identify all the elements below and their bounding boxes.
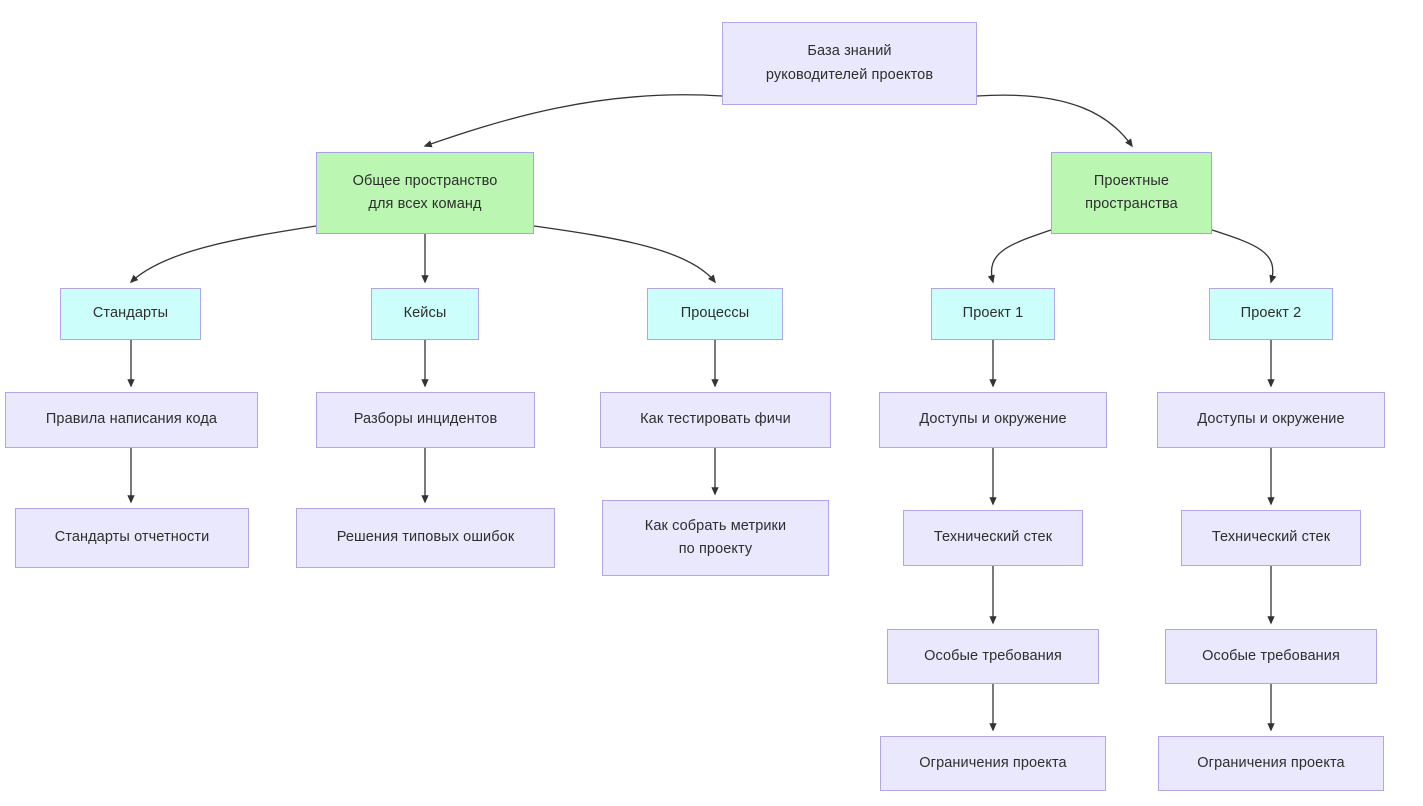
node-label: Решения типовых ошибок [336, 529, 515, 546]
node-cases[interactable]: Кейсы [371, 288, 479, 340]
node-incidents[interactable]: Разборы инцидентов [316, 392, 535, 448]
node-common[interactable]: Общее пространство для всех команд [316, 152, 534, 234]
node-special2[interactable]: Особые требования [1165, 629, 1377, 684]
node-label: Особые требования [1202, 647, 1340, 664]
node-limits1[interactable]: Ограничения проекта [880, 736, 1106, 791]
node-processes[interactable]: Процессы [647, 288, 783, 340]
node-label: Как тестировать фичи [640, 411, 791, 428]
node-special1[interactable]: Особые требования [887, 629, 1099, 684]
node-project2[interactable]: Проект 2 [1209, 288, 1333, 340]
node-label: База знаний руководителей проектов [765, 43, 934, 83]
node-label: Доступы и окружение [919, 411, 1067, 428]
node-access2[interactable]: Доступы и окружение [1157, 392, 1385, 448]
node-root[interactable]: База знаний руководителей проектов [722, 22, 977, 105]
node-project1[interactable]: Проект 1 [931, 288, 1055, 340]
node-label: Разборы инцидентов [353, 411, 498, 428]
edge-projects-to-project1 [987, 229, 1052, 284]
node-metrics[interactable]: Как собрать метрики по проекту [602, 500, 829, 576]
node-standards[interactable]: Стандарты [60, 288, 201, 340]
edge-common-to-standards [129, 225, 317, 284]
node-label: Правила написания кода [45, 411, 218, 428]
node-label: Особые требования [924, 647, 1062, 664]
edge-projects-to-project2 [1211, 229, 1277, 284]
node-label: Ограничения проекта [1197, 754, 1345, 771]
node-label: Технический стек [933, 529, 1053, 546]
node-code-rules[interactable]: Правила написания кода [5, 392, 258, 448]
node-label: Процессы [680, 305, 750, 322]
node-test-feat[interactable]: Как тестировать фичи [600, 392, 831, 448]
edge-common-to-processes [533, 225, 716, 284]
node-label: Кейсы [403, 305, 447, 322]
node-label: Технический стек [1211, 529, 1331, 546]
node-label: Проект 2 [1240, 305, 1302, 322]
edge-root-to-common [423, 94, 723, 148]
node-typical-err[interactable]: Решения типовых ошибок [296, 508, 555, 568]
node-tech-stack1[interactable]: Технический стек [903, 510, 1083, 566]
node-access1[interactable]: Доступы и окружение [879, 392, 1107, 448]
node-projects[interactable]: Проектные пространства [1051, 152, 1212, 234]
node-label: Проект 1 [962, 305, 1024, 322]
node-label: Стандарты отчетности [54, 529, 210, 546]
node-tech-stack2[interactable]: Технический стек [1181, 510, 1361, 566]
node-report-std[interactable]: Стандарты отчетности [15, 508, 249, 568]
node-label: Ограничения проекта [919, 754, 1067, 771]
node-label: Общее пространство для всех команд [352, 172, 498, 212]
node-label: Стандарты [92, 305, 169, 322]
edge-root-to-projects [976, 94, 1133, 148]
node-limits2[interactable]: Ограничения проекта [1158, 736, 1384, 791]
node-label: Как собрать метрики по проекту [644, 517, 787, 557]
node-label: Проектные пространства [1085, 172, 1178, 212]
node-label: Доступы и окружение [1197, 411, 1345, 428]
